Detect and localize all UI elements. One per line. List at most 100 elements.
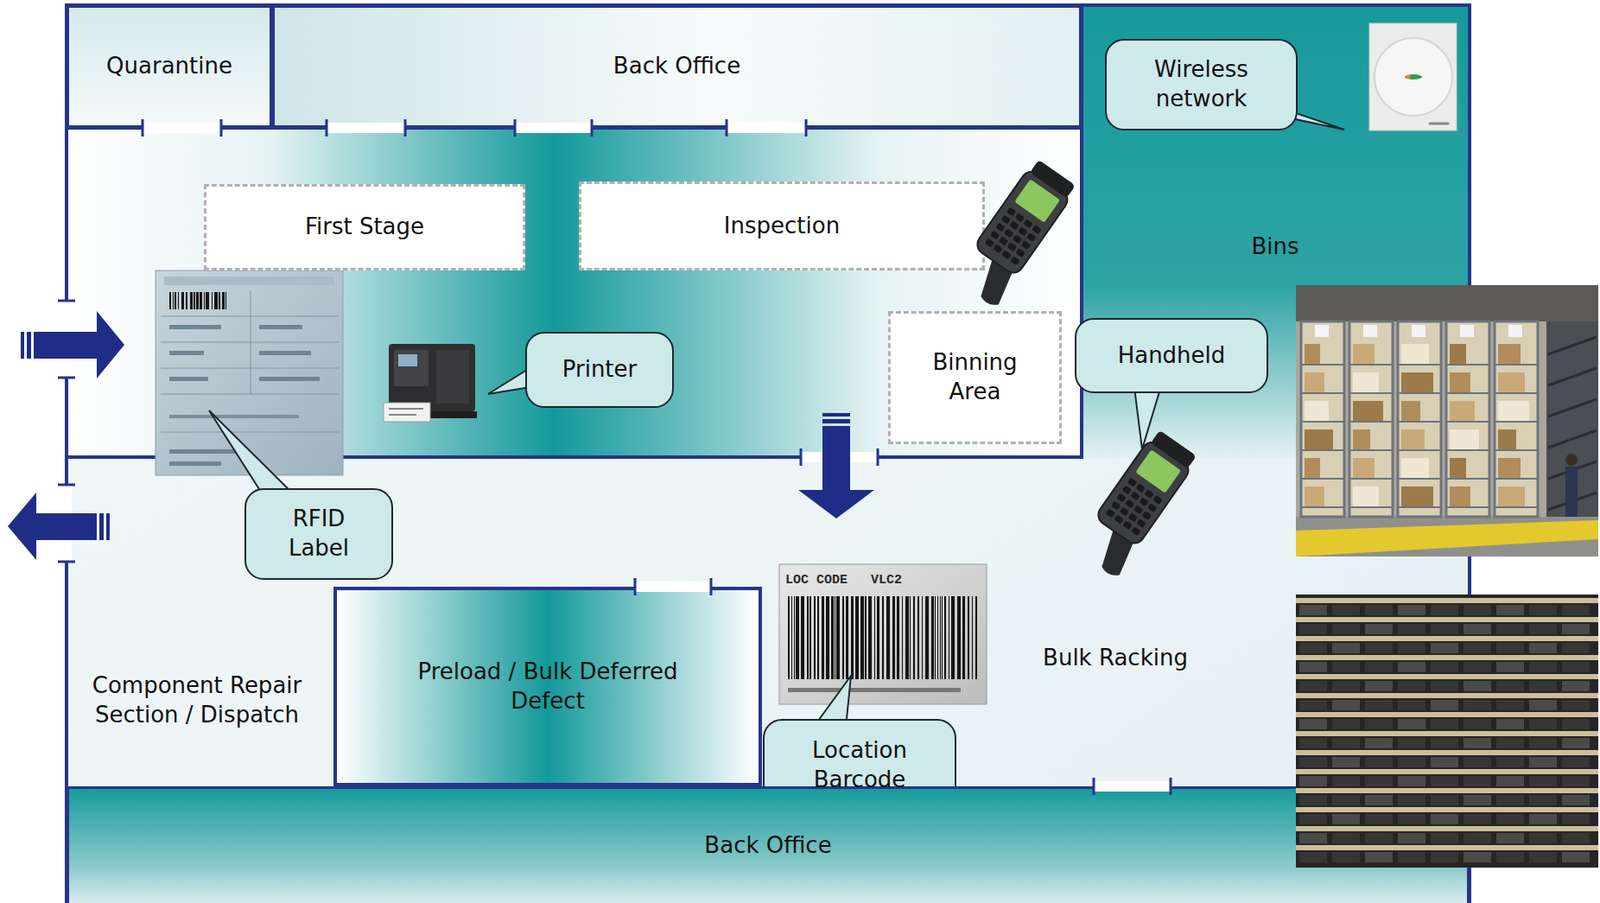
barcode-bar [876,596,880,680]
scanner-key [984,238,995,248]
bin-compartment [1529,680,1557,692]
paper-print [388,407,424,410]
photo-person [1565,466,1578,517]
bin-compartment [1430,756,1459,768]
shelf-board [1349,477,1393,480]
scanner-key [1136,518,1146,528]
barcode-bar [791,596,793,680]
arrow-bar [822,412,851,417]
node-label: Printer [562,355,638,385]
barcode-bar [203,292,205,310]
shelf-box [1449,429,1480,450]
bin-compartment [1332,775,1360,787]
room: Quarantine [66,5,273,128]
shelf-board [1494,449,1538,451]
shelf-box [1304,400,1329,421]
shelf-box [1498,343,1521,364]
barcode-bar [845,596,849,680]
bin-compartment [1299,737,1327,749]
bin-compartment [1299,718,1327,730]
door-jamb [57,560,76,564]
photo-ceiling [1295,285,1599,322]
bin-compartment [1397,680,1426,692]
access-point-photo [1369,23,1457,131]
shelf-sign [1363,324,1378,337]
label-print [169,376,209,381]
arrow-shaft [35,513,97,540]
node-label: RFID Label [266,504,371,564]
barcode-bar [896,596,900,680]
work-area: Inspection [578,181,985,271]
shelf-unit [1349,321,1393,517]
shelf-box [1498,486,1525,507]
bin-label-strip [1295,749,1599,756]
bin-compartment [1496,794,1524,806]
bin-compartment [1430,661,1459,673]
shelf-board [1349,506,1393,508]
bin-compartment [1561,794,1590,806]
bin-compartment [1299,680,1327,692]
bin-compartment [1463,680,1492,692]
shelf-box [1498,372,1525,393]
barcode-bar [169,292,172,310]
bin-compartment [1496,699,1524,711]
node-label: Back Office [704,831,832,861]
barcode-bar [795,596,800,680]
barcode-bar [199,292,203,310]
barcode-bar [821,596,825,680]
shelf-board [1397,392,1442,394]
shelf-box [1304,343,1321,364]
arrow-head [7,492,37,560]
label-print [169,324,222,330]
access-point-led [1405,75,1411,79]
bin-compartment [1496,775,1524,787]
shelf-board [1446,392,1490,394]
bin-compartment [1365,661,1393,673]
scanner-key [992,243,1003,254]
bin-compartment [1561,756,1590,768]
barcode-bar [855,596,859,680]
node-label: Inspection [723,211,840,242]
scanner-key [1128,512,1138,522]
barcode-bar [225,292,227,310]
label-print [259,350,312,356]
barcode-bar [214,292,218,310]
building-wall [66,5,1470,903]
scanner-key [1122,485,1132,496]
scanner-key [1130,490,1140,501]
bin-compartment [1529,623,1557,635]
bin-compartment [1299,699,1327,711]
barcode-bar [957,596,961,680]
shelf-board [1397,363,1442,366]
door-jamb [57,299,76,303]
bin-compartment [1496,737,1524,749]
bin-compartment [1397,623,1426,635]
label-rule [160,431,339,433]
barcode-bar [886,596,890,680]
bin-compartment [1561,642,1590,654]
callout-box: RFID Label [244,488,394,580]
barcode-bar [913,596,915,680]
barcode-bar [793,596,795,680]
bin-label-strip [1295,673,1599,680]
barcode-bar [813,596,816,680]
access-point-led [1404,74,1423,80]
barcode-bar [190,292,193,310]
work-area: First Stage [203,184,526,271]
shelf-board [1301,392,1345,394]
scanner-key [1006,207,1016,217]
label-rule [160,342,339,343]
shelf-board [1397,477,1442,480]
label-header [164,276,335,286]
barcode-bar [951,596,955,680]
bin-compartment [1299,775,1327,787]
bin-compartment [1561,699,1590,711]
shelf-board [1349,363,1393,366]
scanner-key [1142,510,1152,521]
bin-compartment [1529,661,1557,673]
bin-compartment [1529,832,1557,844]
shelf-box [1449,343,1467,364]
barcode-bar [222,292,225,310]
node-label: First Stage [304,212,425,242]
scanner-key [1127,477,1137,488]
